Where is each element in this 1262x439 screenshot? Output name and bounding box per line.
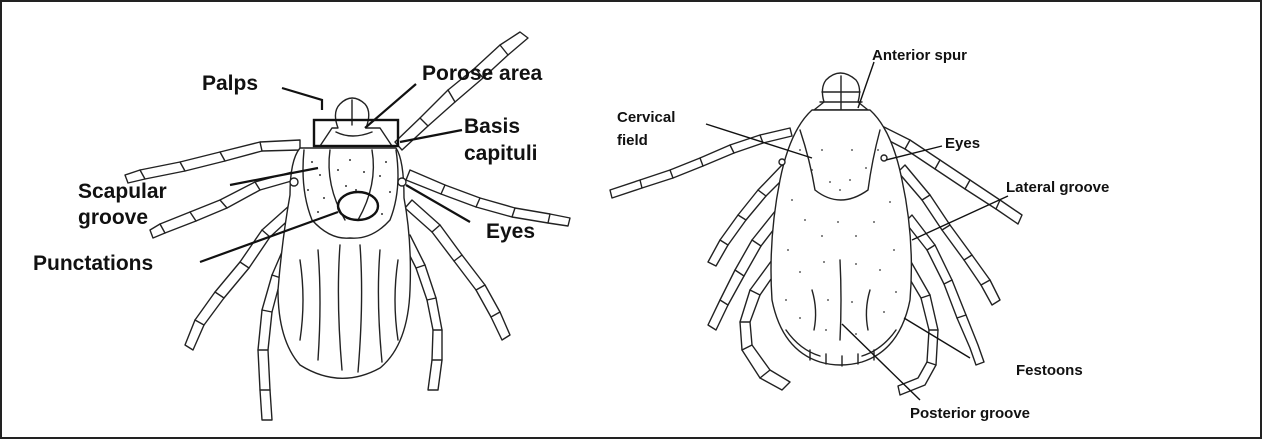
label-basis-capituli-1: Basis bbox=[464, 115, 520, 138]
label-eyes-right: Eyes bbox=[945, 135, 980, 152]
label-basis-capituli-2: capituli bbox=[464, 142, 538, 165]
left-eye-right bbox=[398, 178, 406, 186]
label-palps: Palps bbox=[202, 72, 258, 95]
label-posterior-groove: Posterior groove bbox=[910, 405, 1030, 422]
label-scapular-groove-1: Scapular bbox=[78, 180, 167, 203]
label-festoons: Festoons bbox=[1016, 362, 1083, 379]
label-eyes-left: Eyes bbox=[486, 220, 535, 243]
label-cervical-field-1: Cervical bbox=[617, 109, 675, 126]
label-scapular-groove-2: groove bbox=[78, 206, 148, 229]
label-porose-area: Porose area bbox=[422, 62, 543, 85]
left-eye-left bbox=[290, 178, 298, 186]
label-cervical-field-2: field bbox=[617, 132, 648, 149]
right-eye-left bbox=[779, 159, 785, 165]
left-capitulum bbox=[320, 98, 392, 146]
label-anterior-spur: Anterior spur bbox=[872, 47, 967, 64]
label-punctations: Punctations bbox=[33, 252, 153, 275]
label-lateral-groove: Lateral groove bbox=[1006, 179, 1109, 196]
